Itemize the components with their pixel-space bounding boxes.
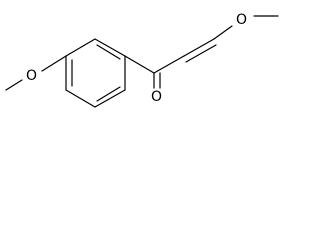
bond-alkene-2 [185,44,217,63]
ring-bond-1 [65,38,96,57]
bond-methyl-to-o-left [5,79,23,91]
bond-o-left-to-ring [41,55,67,72]
bond-alkene-to-o-right [213,25,233,40]
ring-inner-bond-1 [96,44,121,60]
ring-bond-2 [94,38,126,57]
bond-carbonyl-to-alkene [153,55,185,74]
bond-ring-to-carbonyl [124,55,155,74]
ring-bond-5 [65,89,96,108]
ring-inner-bond-2 [96,86,121,102]
atom-label-o-methoxy-right: O [236,12,247,28]
bond-alkene-1 [183,38,215,57]
chemical-structure: O O O [5,12,279,108]
atom-label-o-carbonyl: O [151,89,162,105]
ring-bond-4 [94,89,126,108]
structure-canvas: O O O [0,0,306,120]
atom-label-o-methoxy-left: O [26,68,37,84]
